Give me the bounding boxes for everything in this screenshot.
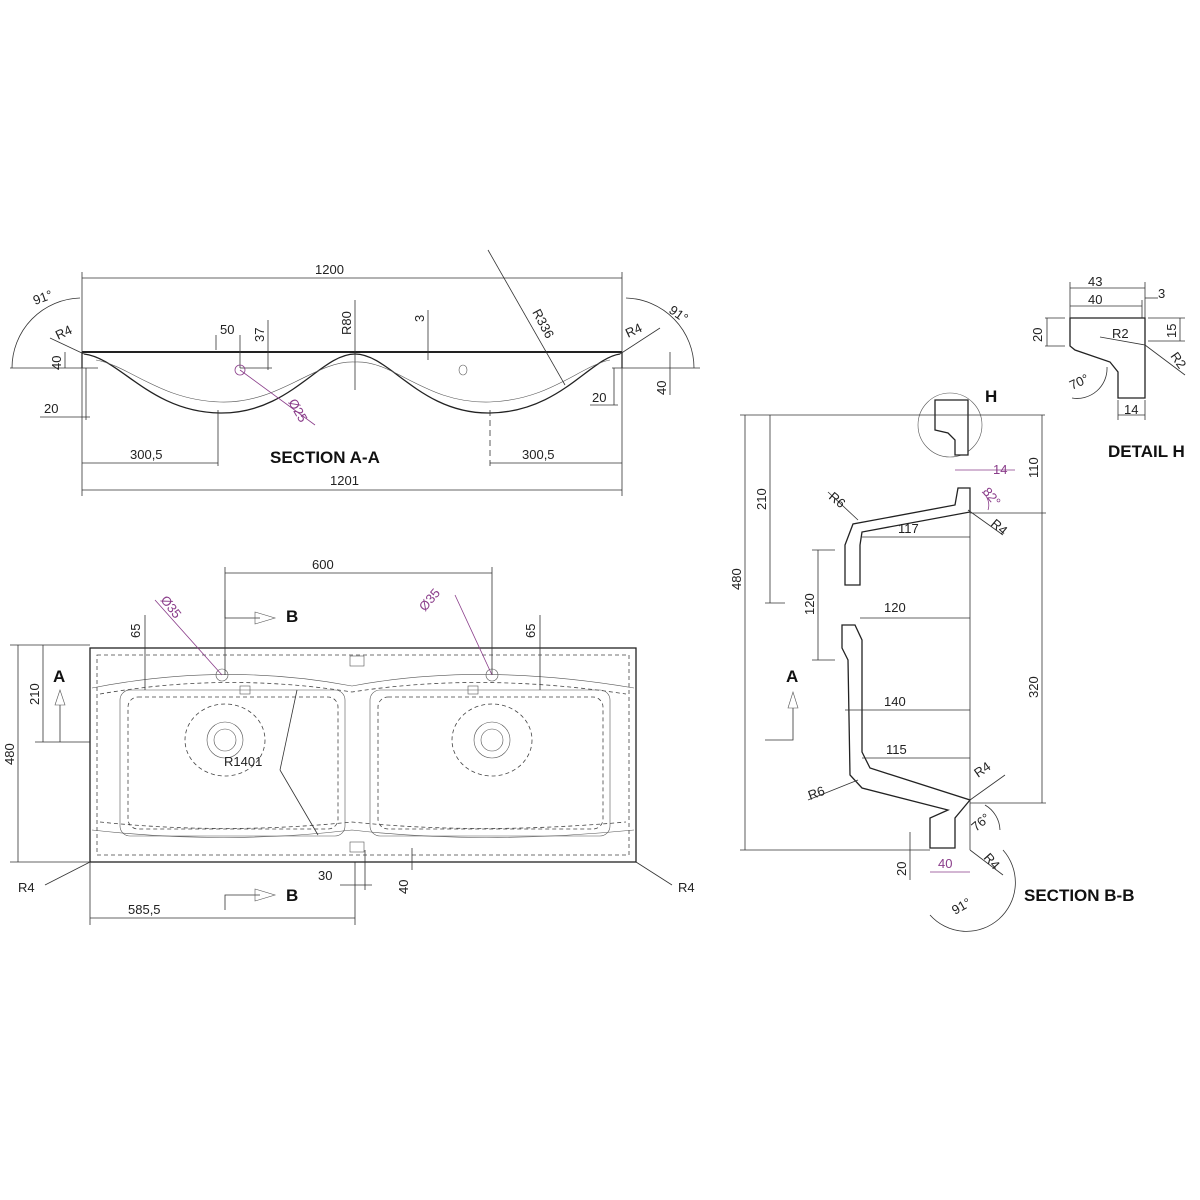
dim-40: 40 (938, 856, 952, 871)
section-a-a-title: SECTION A-A (270, 448, 380, 467)
dim-1201: 1201 (330, 473, 359, 488)
bowl-profile-inner (95, 359, 611, 403)
radius-r336: R336 (529, 306, 557, 340)
dim-20: 20 (894, 862, 909, 876)
dim-1200: 1200 (315, 262, 344, 277)
dim-110: 110 (1026, 457, 1041, 478)
dim-140: 140 (884, 694, 906, 709)
radius-r4-mid: R4 (971, 759, 993, 781)
drain-right (473, 721, 511, 759)
dim-14: 14 (1124, 402, 1138, 417)
dim-37: 37 (252, 328, 267, 342)
countertop-outline (89, 647, 637, 863)
lower-basin-profile (841, 624, 972, 849)
dim-300-5-right: 300,5 (522, 447, 555, 462)
angle-82: 82° (980, 484, 1004, 509)
dim-14: 14 (993, 462, 1007, 477)
dim-15: 15 (1164, 324, 1179, 338)
section-a-label: A (53, 667, 65, 686)
radius-r4-left: R4 (53, 322, 74, 343)
dim-600: 600 (312, 557, 334, 572)
detail-h: 43 40 3 20 R2 15 R2 70° 14 DETAIL H (1030, 274, 1189, 461)
dim-117: 117 (898, 521, 919, 536)
angle-70: 70° (1067, 371, 1091, 393)
dim-20: 20 (1030, 328, 1045, 342)
section-b-b: H 480 210 14 110 R6 82° 117 R4 120 120 A… (729, 387, 1135, 932)
angle-91-left: 91° (31, 287, 55, 308)
detail-h-title: DETAIL H (1108, 442, 1185, 461)
upper-shelf-profile (844, 487, 971, 586)
radius-r4-right: R4 (678, 880, 695, 895)
dim-43: 43 (1088, 274, 1102, 289)
section-a-arrow (765, 708, 794, 741)
overflow-hole (458, 364, 468, 376)
dim-40-left: 40 (49, 356, 64, 370)
section-b-b-title: SECTION B-B (1024, 886, 1135, 905)
angle-91-right: 91° (666, 302, 691, 326)
radius-r6-bottom: R6 (806, 783, 827, 803)
radius-r2-outer: R2 (1168, 349, 1190, 371)
section-b-label-bottom: B (286, 886, 298, 905)
dim-20-right: 20 (592, 390, 606, 405)
dim-20-left: 20 (44, 401, 58, 416)
radius-r4-bottom: R4 (981, 850, 1003, 872)
detail-h-circle (917, 392, 983, 458)
radius-r4-right: R4 (623, 320, 644, 341)
dim-40: 40 (1088, 292, 1102, 307)
radius-r80: R80 (339, 311, 354, 335)
basin-left (119, 689, 346, 837)
section-a-label: A (786, 667, 798, 686)
tap-hole-left (215, 668, 229, 682)
angle-arc-right (625, 297, 695, 369)
radius-r2-inner: R2 (1112, 326, 1129, 341)
section-b-label-top: B (286, 607, 298, 626)
plan-view: 600 Ø35 Ø35 B B 65 65 A 210 480 R1401 R4… (2, 557, 695, 925)
front-lip-profile (934, 399, 969, 456)
basin-right (369, 689, 611, 837)
dim-40-right: 40 (654, 381, 669, 395)
dim-40: 40 (396, 880, 411, 894)
detail-h-marker: H (985, 387, 997, 406)
angle-76: 76° (968, 810, 993, 834)
section-b-arrow-bottom (224, 894, 260, 910)
dim-120-vertical: 120 (802, 593, 817, 615)
bowl-profile-outer (83, 353, 621, 414)
dim-65-right: 65 (523, 624, 538, 638)
dim-115: 115 (886, 742, 907, 757)
dim-3: 3 (412, 315, 427, 322)
radius-r4-left: R4 (18, 880, 35, 895)
dim-210: 210 (27, 683, 42, 705)
dim-3: 3 (1158, 286, 1165, 301)
dim-30: 30 (318, 868, 332, 883)
dim-120: 120 (884, 600, 906, 615)
section-a-a: 1200 91° 91° R4 R4 50 37 R80 3 R336 40 4… (10, 249, 700, 496)
radius-r1401: R1401 (224, 754, 262, 769)
dim-50: 50 (220, 322, 234, 337)
hole-diameter-25: Ø25 (285, 396, 310, 425)
drain-left (206, 721, 244, 759)
dim-65-left: 65 (128, 624, 143, 638)
dim-480: 480 (729, 568, 744, 590)
section-b-arrow-top (224, 600, 260, 619)
dim-320: 320 (1026, 676, 1041, 698)
radius-r4-top: R4 (988, 516, 1010, 538)
angle-91: 91° (949, 895, 974, 918)
angle-arc-left (11, 297, 81, 369)
dim-585-5: 585,5 (128, 902, 161, 917)
dim-300-5-left: 300,5 (130, 447, 163, 462)
tap-hole-diameter-right: Ø35 (416, 585, 443, 613)
tap-hole-diameter-left: Ø35 (158, 593, 185, 622)
faucet-hole (234, 364, 246, 376)
dim-210: 210 (754, 488, 769, 510)
dim-480: 480 (2, 743, 17, 765)
